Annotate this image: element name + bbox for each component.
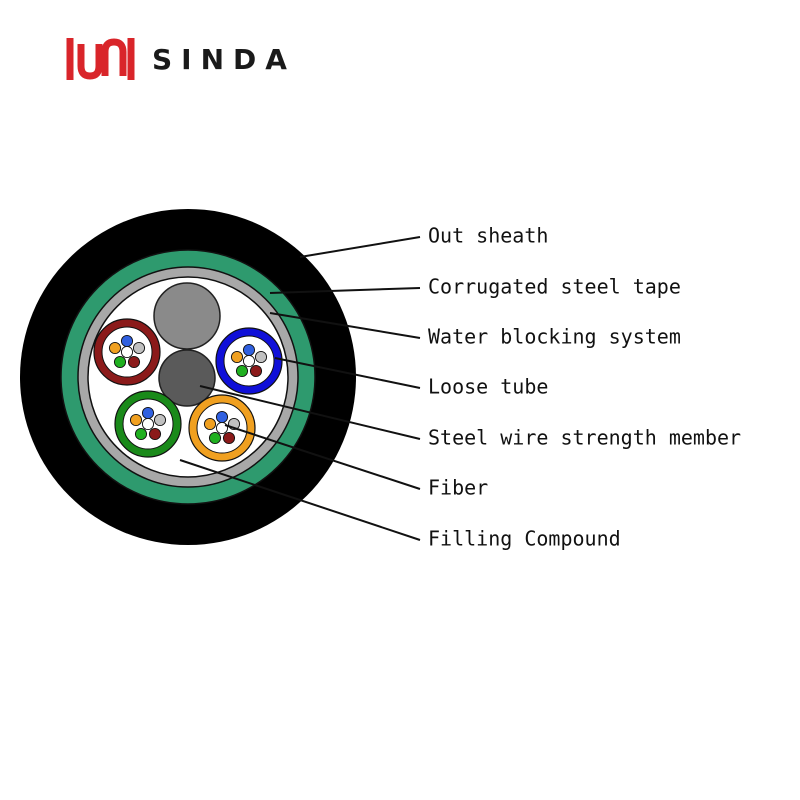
leader-line <box>199 385 421 440</box>
fiber <box>249 364 263 378</box>
loose-tube-red <box>93 318 161 386</box>
fiber <box>141 406 155 420</box>
fiber <box>148 427 162 441</box>
leader-line <box>299 236 421 258</box>
corrugated-steel-tape-label: Corrugated steel tape <box>428 275 681 299</box>
fiber <box>153 413 167 427</box>
loose-tube-label: Loose tube <box>428 375 548 399</box>
water-blocking-system-label: Water blocking system <box>428 325 681 349</box>
steel-wire-strength-member <box>158 349 216 407</box>
cable-cross-section <box>20 209 356 545</box>
fiber <box>141 417 155 431</box>
steel-wire-strength-member-label: Steel wire strength member <box>428 426 741 450</box>
fiber <box>254 350 268 364</box>
leader-line <box>269 312 421 339</box>
fiber <box>215 421 229 435</box>
fiber <box>132 341 146 355</box>
leader-line <box>179 459 421 541</box>
filler-rod <box>153 282 221 350</box>
fiber <box>203 417 217 431</box>
leader-line <box>274 357 421 389</box>
fiber <box>127 355 141 369</box>
fiber <box>222 431 236 445</box>
leader-line <box>269 287 421 294</box>
callout-leaders <box>179 236 421 541</box>
fiber <box>242 354 256 368</box>
loose-tube-orange <box>188 394 256 462</box>
loose-tube-blue <box>215 327 283 395</box>
leader-line <box>224 424 421 490</box>
brand-name: SINDA <box>152 42 296 76</box>
fiber <box>242 343 256 357</box>
logo-mark-icon <box>66 38 135 80</box>
fiber-label: Fiber <box>428 476 488 500</box>
fiber <box>215 410 229 424</box>
fiber <box>235 364 249 378</box>
loose-tube-green <box>114 390 182 458</box>
fiber <box>129 413 143 427</box>
fiber <box>113 355 127 369</box>
fiber <box>134 427 148 441</box>
out-sheath-label: Out sheath <box>428 224 548 248</box>
filling-compound-label: Filling Compound <box>428 527 621 551</box>
fiber <box>120 334 134 348</box>
fiber <box>208 431 222 445</box>
sinda-logo: SINDA <box>64 34 304 84</box>
fiber <box>230 350 244 364</box>
fiber <box>108 341 122 355</box>
fiber <box>120 345 134 359</box>
